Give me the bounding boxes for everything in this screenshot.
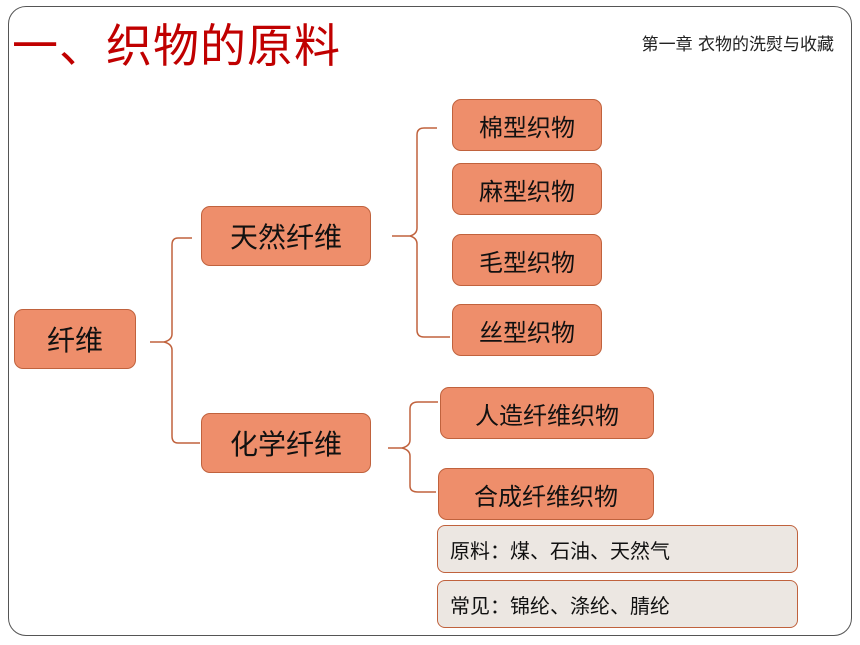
page-title: 一、织物的原料: [12, 19, 341, 73]
chemical-fiber-node: 化学纤维: [201, 413, 371, 473]
linen-fabric-node: 麻型织物: [452, 163, 602, 215]
chemical-brace: [388, 401, 438, 493]
man-made-fabric-node: 人造纤维织物: [440, 387, 654, 439]
root-node: 纤维: [14, 309, 136, 369]
natural-fiber-node: 天然纤维: [201, 206, 371, 266]
raw-materials-note: 原料：煤、石油、天然气: [437, 525, 798, 573]
silk-fabric-node: 丝型织物: [452, 304, 602, 356]
cotton-fabric-node: 棉型织物: [452, 99, 602, 151]
root-brace: [150, 237, 200, 444]
wool-fabric-node: 毛型织物: [452, 234, 602, 286]
slide-frame: [8, 6, 852, 636]
natural-brace: [392, 127, 450, 338]
common-types-note: 常见：锦纶、涤纶、腈纶: [437, 580, 798, 628]
chapter-label: 第一章 衣物的洗熨与收藏: [641, 35, 834, 55]
synthetic-fabric-node: 合成纤维织物: [438, 468, 654, 520]
